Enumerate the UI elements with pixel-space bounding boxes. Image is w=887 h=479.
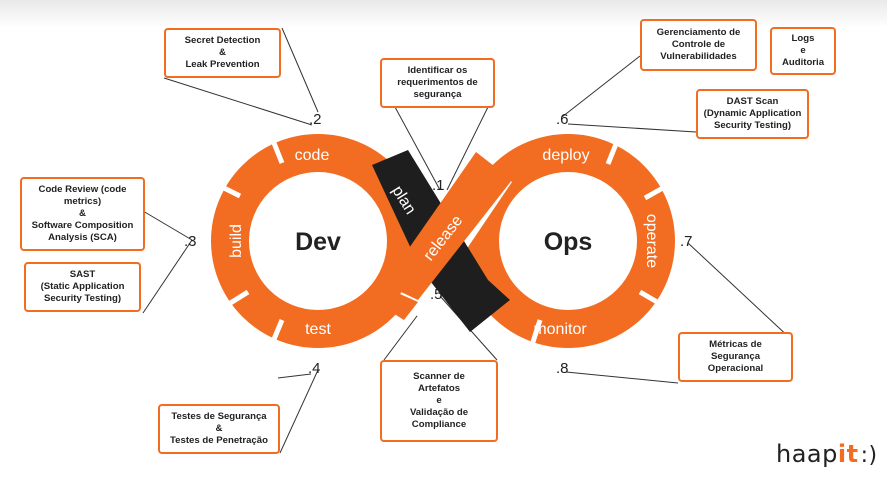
callout-line: Testes de Segurança: [171, 411, 267, 422]
logo-text-b: it: [837, 440, 859, 468]
callout-line: Artefatos: [417, 383, 461, 394]
callout-line: Controle de: [671, 39, 726, 50]
ops-ring: [461, 134, 675, 348]
callout-line: Logs: [791, 33, 815, 44]
marker-7: .7: [680, 233, 693, 250]
callout-line: Identificar os: [407, 65, 468, 76]
marker-2: .2: [309, 111, 322, 128]
callout-line: requerimentos de: [397, 77, 478, 88]
logo-smile: :): [860, 443, 878, 468]
callout-security-tests: Testes de Segurança & Testes de Penetraç…: [158, 404, 280, 454]
ops-label: Ops: [544, 228, 593, 256]
callout-line: Validação de: [409, 407, 469, 418]
callout-line: &: [219, 47, 226, 58]
callout-line: Code Review (code: [38, 184, 127, 195]
callout-line: Vulnerabilidades: [660, 51, 737, 62]
stage-code: code: [295, 147, 330, 164]
callout-line: Auditoria: [781, 57, 825, 68]
callout-line: Security Testing): [713, 120, 792, 131]
callout-line: Scanner de: [413, 371, 465, 382]
callout-line: DAST Scan: [726, 96, 779, 107]
connector-lines: [142, 27, 793, 454]
dev-label: Dev: [295, 228, 341, 256]
callout-line: e: [436, 395, 442, 406]
release-band: [384, 152, 512, 300]
callout-line: Security Testing): [43, 293, 122, 304]
infinity-loop: [211, 134, 675, 348]
marker-1: .1: [432, 177, 445, 194]
callout-artifact-scanner: Scanner de Artefatos e Validação de Comp…: [380, 360, 498, 442]
callout-requirements: Identificar os requerimentos de seguranç…: [380, 58, 495, 108]
marker-8: .8: [556, 360, 569, 377]
callout-line: e: [800, 45, 806, 56]
callout-line: (Static Application: [40, 281, 125, 292]
logo-text-a: haap: [776, 440, 838, 468]
callout-line: Segurança: [710, 351, 761, 362]
callout-secret-detection: Secret Detection & Leak Prevention: [164, 28, 281, 78]
callout-security-metrics: Métricas de Segurança Operacional: [678, 332, 793, 382]
callout-line: &: [215, 423, 223, 434]
stage-test: test: [305, 321, 331, 338]
callout-line: &: [79, 208, 86, 219]
stage-build: build: [228, 224, 245, 258]
callout-sast: SAST (Static Application Security Testin…: [24, 262, 141, 312]
callout-line: Métricas de: [709, 339, 762, 350]
callout-code-review: Code Review (code metrics) & Software Co…: [20, 177, 145, 251]
marker-5: .5: [430, 286, 443, 303]
marker-6: .6: [556, 111, 569, 128]
marker-3: .3: [184, 233, 197, 250]
stage-operate: operate: [643, 214, 660, 268]
callout-logs: Logs e Auditoria: [770, 27, 836, 75]
callout-line: Testes de Penetração: [170, 435, 268, 446]
dev-ring: [211, 134, 425, 348]
callout-line: Software Composition: [31, 220, 134, 231]
callout-line: Gerenciamento de: [656, 27, 741, 38]
callout-line: (Dynamic Application: [703, 108, 802, 119]
stage-deploy: deploy: [542, 147, 589, 164]
callout-dast: DAST Scan (Dynamic Application Security …: [696, 89, 809, 139]
callout-line: Compliance: [411, 419, 467, 430]
callout-vulnerability-management: Gerenciamento de Controle de Vulnerabili…: [640, 19, 757, 71]
callout-line: Secret Detection: [184, 35, 261, 46]
callout-line: Leak Prevention: [185, 59, 260, 70]
callout-line: Operacional: [707, 363, 764, 374]
callout-line: Analysis (SCA): [48, 232, 117, 243]
haapit-logo: haapit:): [776, 440, 878, 468]
callout-line: SAST: [69, 269, 96, 280]
callout-line: metrics): [63, 196, 102, 207]
callout-line: segurança: [413, 89, 462, 100]
stage-monitor: monitor: [533, 321, 587, 338]
marker-4: .4: [308, 360, 321, 377]
